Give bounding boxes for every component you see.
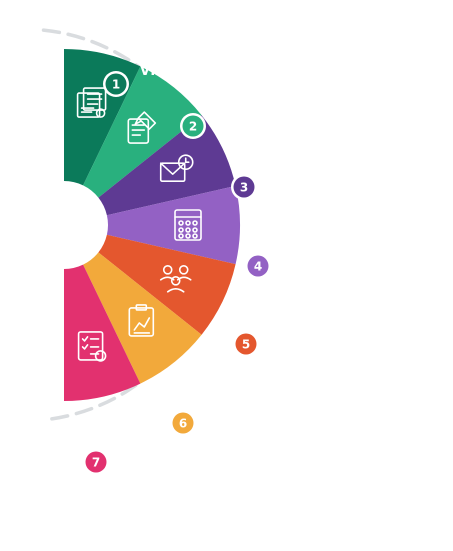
item-label-6: LATEST TECHNOLOGY STACK [200, 425, 362, 465]
item-label-5: CONCEPT TO DEPLOYMENT [266, 333, 368, 373]
item-label-line: 24/7 SUPPORT [270, 267, 379, 282]
ring-segment-3 [98, 115, 236, 216]
ring-segment-5 [98, 234, 236, 335]
number-badge-disc [85, 451, 107, 473]
calendar-grid-icon [174, 209, 202, 241]
envelope-clock-icon [159, 154, 194, 182]
ring-segment-2 [83, 66, 202, 198]
team-people-icon [159, 265, 192, 293]
number-badge-3: 3 [231, 174, 257, 200]
item-label-7: COMMITMENT TO EXCELLENCE [88, 485, 218, 525]
tablet-pen-icon [127, 111, 157, 144]
item-label-line: COMMITMENT TO [88, 487, 219, 502]
item-label-line: CONCEPT TO [266, 335, 362, 350]
number-badge-disc [247, 255, 269, 277]
number-badge-4: 4 [245, 253, 271, 279]
item-label-2: AFFORDABLE SOLUTION [217, 112, 398, 132]
item-label-line: VIBRANT MINDS [140, 64, 262, 79]
number-badge-text: 1 [112, 78, 120, 92]
number-badge-7: 7 [83, 449, 109, 475]
document-certificate-icon [76, 87, 107, 118]
number-badge-text: 6 [179, 417, 187, 431]
ring-segment-6 [83, 252, 202, 384]
ring-segments [64, 49, 241, 401]
item-label-line: RESPONSE TIME [266, 202, 388, 217]
number-badge-2: 2 [180, 113, 206, 139]
item-label-line: LATEST TECHNOLOGY [200, 427, 362, 442]
item-label-line: DEPLOYMENT [266, 355, 368, 370]
number-badge-5: 5 [233, 331, 259, 357]
number-badge-disc [233, 176, 255, 198]
number-badges: 1 2 3 4 5 6 7 [83, 71, 271, 475]
number-badge-6: 6 [170, 410, 196, 436]
clipboard-chart-icon [128, 304, 155, 337]
number-badge-text: 4 [254, 260, 262, 274]
item-label-line: AFFORDABLE SOLUTION [217, 114, 399, 129]
item-label-3: QUICK RESPONSE TIME [266, 180, 388, 220]
number-badge-text: 3 [240, 181, 248, 195]
number-badge-disc [235, 333, 257, 355]
item-label-line: EXCELLENCE [88, 507, 183, 522]
number-badge-1: 1 [103, 71, 129, 97]
number-badge-disc [105, 73, 127, 95]
number-badge-text: 2 [189, 120, 197, 134]
item-label-line: QUICK [266, 182, 314, 197]
item-label-4: 24/7 SUPPORT [270, 265, 378, 285]
number-badge-text: 7 [92, 456, 100, 470]
number-badge-disc [172, 412, 194, 434]
checklist-icon [77, 331, 107, 362]
number-badge-text: 5 [242, 338, 250, 352]
item-label-1: VIBRANT MINDS [140, 62, 262, 82]
item-label-line: STACK [200, 447, 249, 462]
number-badge-disc [182, 115, 204, 137]
ring-segment-4 [106, 185, 241, 265]
